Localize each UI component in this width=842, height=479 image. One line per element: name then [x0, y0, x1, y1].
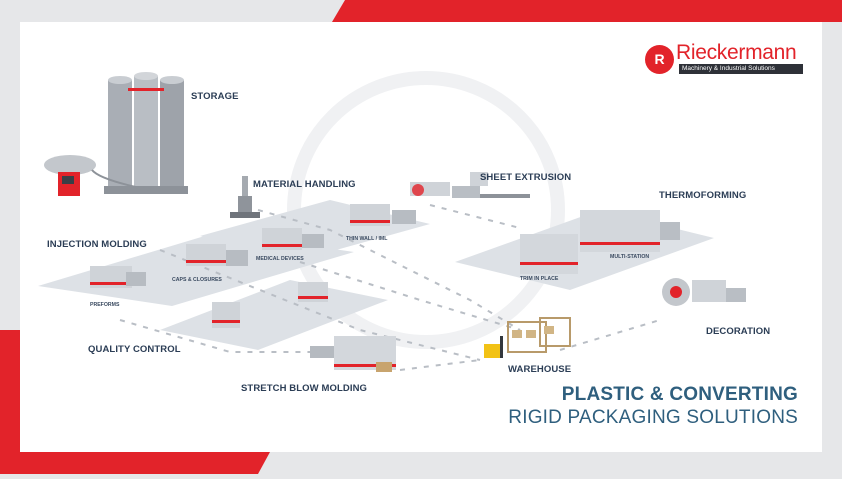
forklift	[484, 336, 503, 358]
logo-mark-icon: R	[645, 45, 674, 74]
left-red-accent	[0, 330, 20, 452]
sublabel-thin-wall: THIN WALL / IML	[346, 236, 388, 242]
decoration-machine	[662, 278, 746, 306]
warehouse-racks	[507, 317, 571, 353]
injection-machines	[90, 204, 416, 288]
material-handling-unit	[230, 176, 260, 218]
transport-paths	[119, 204, 661, 371]
quality-machines	[212, 282, 328, 328]
bottom-red-band	[0, 452, 842, 474]
label-injection-molding: INJECTION MOLDING	[47, 239, 147, 250]
label-warehouse: WAREHOUSE	[508, 364, 572, 375]
sheet-extrusion-line	[410, 172, 530, 198]
thermoforming-machines	[520, 210, 680, 274]
storage-silos	[104, 72, 188, 194]
sublabel-preforms: PREFORMS	[90, 302, 120, 308]
stretch-blow-machine	[310, 336, 396, 372]
tanker-truck	[44, 155, 151, 196]
label-thermoforming: THERMOFORMING	[659, 190, 747, 201]
sublabel-multi-station: MULTI-STATION	[610, 254, 650, 260]
label-material-handling: MATERIAL HANDLING	[253, 179, 356, 190]
label-storage: STORAGE	[191, 91, 239, 102]
brand-logo: R Rieckermann Machinery & Industrial Sol…	[645, 41, 803, 76]
floor-quality	[160, 280, 388, 350]
label-decoration: DECORATION	[706, 326, 771, 337]
sublabel-caps-closures: CAPS & CLOSURES	[172, 277, 222, 283]
label-sheet-extrusion: SHEET EXTRUSION	[480, 172, 572, 183]
headline-secondary: RIGID PACKAGING SOLUTIONS	[508, 407, 798, 428]
headline-primary: PLASTIC & CONVERTING	[561, 384, 798, 405]
label-quality-control: QUALITY CONTROL	[88, 344, 181, 355]
brand-tagline: Machinery & Industrial Solutions	[679, 64, 803, 74]
label-stretch-blow-molding: STRETCH BLOW MOLDING	[241, 383, 368, 394]
sublabel-medical-devices: MEDICAL DEVICES	[256, 256, 304, 262]
top-red-band	[0, 0, 842, 22]
sublabel-trim-in-place: TRIM IN PLACE	[520, 276, 559, 282]
brand-name: Rieckermann	[676, 41, 797, 64]
